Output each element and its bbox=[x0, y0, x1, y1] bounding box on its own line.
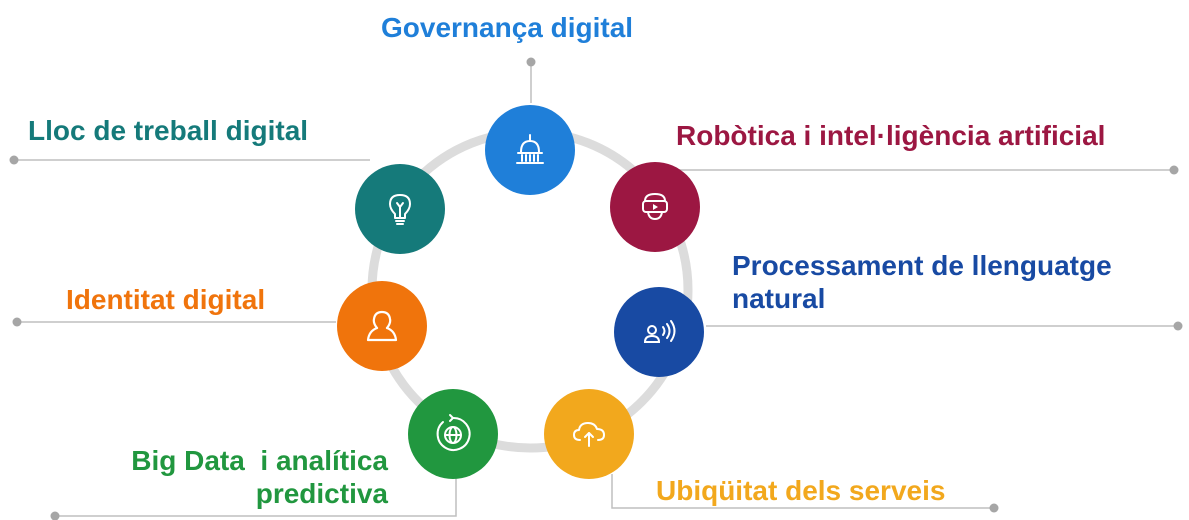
label-nlp-line1: Processament de llenguatge bbox=[732, 250, 1112, 281]
label-ubiquity: Ubiqüitat dels serveis bbox=[656, 475, 946, 506]
label-bigdata-line2: predictiva bbox=[255, 478, 388, 509]
person-outline-icon bbox=[366, 310, 398, 342]
cloud-upload-icon bbox=[573, 422, 605, 447]
lightbulb-icon bbox=[389, 194, 411, 225]
dot-ubiquity bbox=[989, 503, 999, 513]
vr-headset-icon bbox=[642, 193, 668, 220]
dot-identity bbox=[12, 317, 22, 327]
voice-speaking-icon bbox=[643, 320, 676, 343]
capitol-dome-icon bbox=[516, 134, 544, 164]
dot-workplace bbox=[9, 155, 19, 165]
label-nlp: Processament de llenguatge natural bbox=[732, 249, 1112, 315]
label-bigdata-line1: Big Data i analítica bbox=[131, 445, 388, 476]
globe-refresh-icon bbox=[436, 414, 471, 451]
node-bigdata bbox=[408, 389, 498, 479]
node-ubiquity bbox=[544, 389, 634, 479]
label-identity: Identitat digital bbox=[66, 284, 266, 315]
label-governance: Governança digital bbox=[381, 12, 634, 43]
label-bigdata: Big Data i analítica predictiva bbox=[96, 444, 388, 510]
node-governance bbox=[485, 105, 575, 195]
connector-bigdata bbox=[55, 474, 457, 517]
node-identity bbox=[337, 281, 427, 371]
dot-governance bbox=[526, 57, 536, 67]
node-robotics bbox=[610, 162, 700, 252]
dot-robotics bbox=[1169, 165, 1179, 175]
label-robotics: Robòtica i intel·ligència artificial bbox=[676, 120, 1106, 151]
node-workplace bbox=[355, 164, 445, 254]
node-nlp bbox=[614, 287, 704, 377]
connector-ubiquity bbox=[611, 474, 994, 509]
dot-bigdata bbox=[50, 511, 60, 520]
label-workplace: Lloc de treball digital bbox=[28, 115, 309, 146]
dot-nlp bbox=[1173, 321, 1183, 331]
label-nlp-line2: natural bbox=[732, 283, 826, 314]
